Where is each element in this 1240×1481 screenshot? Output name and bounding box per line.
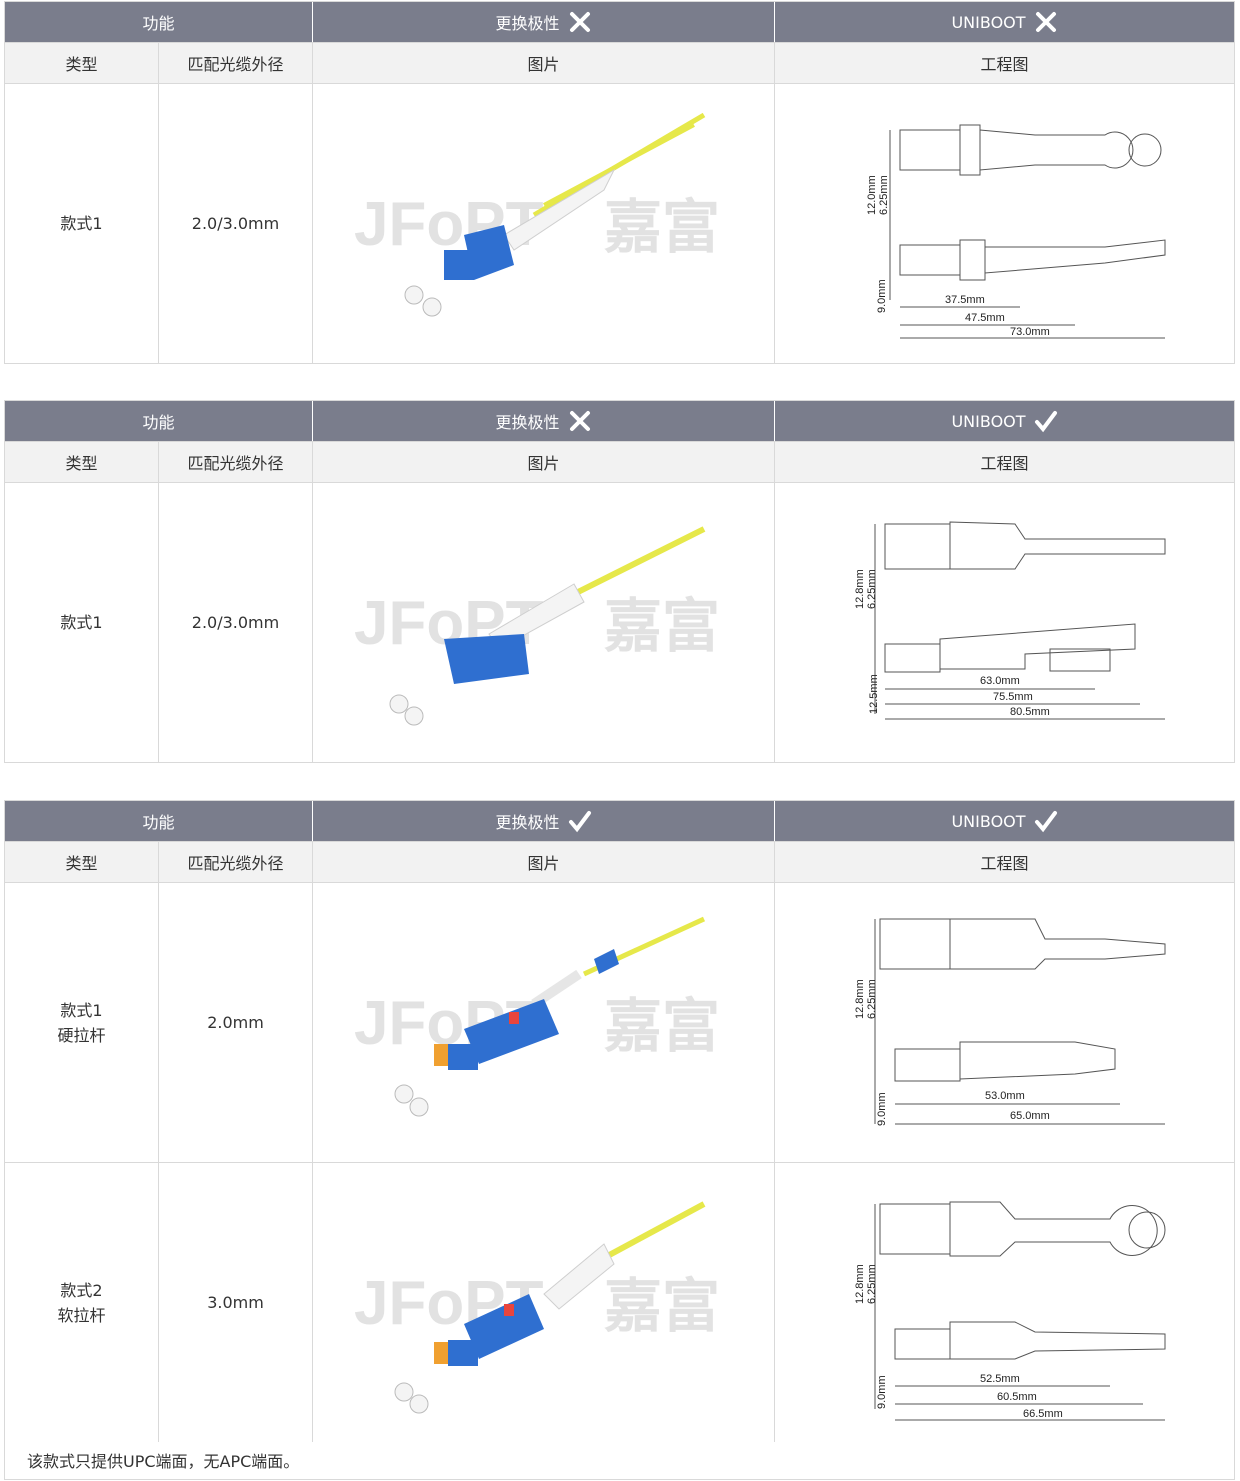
svg-text:47.5mm: 47.5mm	[965, 312, 1005, 324]
table-subheader: 类型 匹配光缆外径 图片 工程图	[5, 841, 1234, 882]
watermark-cn: 嘉富	[604, 594, 720, 659]
table-subheader: 类型 匹配光缆外径 图片 工程图	[5, 42, 1234, 83]
check-icon	[1034, 811, 1057, 833]
svg-text:63.0mm: 63.0mm	[980, 675, 1020, 687]
col-drawing: 工程图	[980, 454, 1029, 473]
svg-text:12.8mm: 12.8mm	[854, 979, 866, 1019]
drawing-svg: 12.8mm 6.25mm 9.0mm 53.0mm 65.0mm	[854, 918, 1166, 1126]
watermark-cn: 嘉富	[604, 994, 720, 1059]
col-type: 类型	[5, 43, 159, 83]
col-diameter: 匹配光缆外径	[159, 442, 313, 482]
svg-text:75.5mm: 75.5mm	[993, 691, 1033, 703]
header-polarity: 更换极性	[313, 2, 775, 42]
header-uniboot: UNIBOOT	[775, 2, 1234, 42]
table-subheader: 类型 匹配光缆外径 图片 工程图	[5, 441, 1234, 482]
svg-text:6.25mm: 6.25mm	[866, 1264, 878, 1304]
cross-icon	[569, 411, 590, 431]
col-type: 类型	[5, 842, 159, 882]
product-photo: JFoPT 嘉富	[313, 883, 775, 1162]
header-func: 功能	[5, 401, 313, 441]
diameter-cell: 3.0mm	[159, 1163, 313, 1442]
diameter-cell: 2.0/3.0mm	[159, 84, 313, 363]
connector-image: JFoPT 嘉富	[354, 916, 720, 1116]
table-header: 功能 更换极性 UNIBOOT	[5, 401, 1234, 441]
svg-text:12.8mm: 12.8mm	[854, 1264, 866, 1304]
svg-text:9.0mm: 9.0mm	[876, 1375, 888, 1409]
connector-image: JFoPT 嘉富	[354, 525, 720, 725]
diameter-cell: 2.0mm	[159, 883, 313, 1162]
drawing-svg: 12.8mm 6.25mm 9.0mm 52.5mm 60.5mm 66.5mm	[854, 1201, 1166, 1420]
header-polarity: 更换极性	[313, 401, 775, 441]
col-image: 图片	[313, 43, 775, 83]
spec-table-1: 功能 更换极性 UNIBOOT 类型 匹配光缆外径 图片 工程图 款式1 2.0…	[4, 1, 1235, 364]
cross-icon	[1035, 12, 1056, 32]
type-cell: 款式1	[5, 84, 159, 363]
col-image: 图片	[313, 842, 775, 882]
product-photo: JFoPT 嘉富	[313, 84, 775, 363]
svg-text:9.0mm: 9.0mm	[876, 1092, 888, 1126]
svg-text:80.5mm: 80.5mm	[1010, 706, 1050, 718]
check-icon	[568, 811, 591, 833]
svg-text:6.25mm: 6.25mm	[878, 175, 890, 215]
col-image: 图片	[313, 442, 775, 482]
header-func: 功能	[5, 2, 313, 42]
table-header: 功能 更换极性 UNIBOOT	[5, 801, 1234, 841]
svg-text:12.5mm: 12.5mm	[868, 674, 880, 714]
svg-text:66.5mm: 66.5mm	[1023, 1408, 1063, 1420]
col-drawing: 工程图	[980, 55, 1029, 74]
col-diameter: 匹配光缆外径	[159, 842, 313, 882]
check-icon	[1034, 411, 1057, 433]
cross-icon	[569, 12, 590, 32]
header-func: 功能	[5, 801, 313, 841]
table-header: 功能 更换极性 UNIBOOT	[5, 2, 1234, 42]
header-uniboot: UNIBOOT	[775, 401, 1234, 441]
svg-text:65.0mm: 65.0mm	[1010, 1110, 1050, 1122]
engineering-drawing: 12.8mm 6.25mm 12.5mm 63.0mm 75.5mm 80.5m…	[775, 483, 1234, 762]
connector-image: JFoPT 嘉富	[354, 112, 720, 316]
svg-text:12.8mm: 12.8mm	[854, 569, 866, 609]
footnote: 该款式只提供UPC端面，无APC端面。	[4, 1440, 1235, 1480]
type-cell: 款式1	[5, 483, 159, 762]
header-uniboot: UNIBOOT	[775, 801, 1234, 841]
engineering-drawing: 12.8mm 6.25mm 9.0mm 52.5mm 60.5mm 66.5mm	[775, 1163, 1234, 1442]
engineering-drawing: 12.0mm 6.25mm 9.0mm 37.5mm 47.5mm 73.0mm	[775, 84, 1234, 363]
drawing-svg: 12.0mm 6.25mm 9.0mm 37.5mm 47.5mm 73.0mm	[866, 124, 1166, 338]
connector-image: JFoPT 嘉富	[354, 1200, 720, 1413]
col-type: 类型	[5, 442, 159, 482]
table-row: 款式1 2.0/3.0mm JFoPT 嘉富 12.8mm	[5, 482, 1234, 762]
col-drawing: 工程图	[980, 854, 1029, 873]
svg-text:60.5mm: 60.5mm	[997, 1391, 1037, 1403]
engineering-drawing: 12.8mm 6.25mm 9.0mm 53.0mm 65.0mm	[775, 883, 1234, 1162]
svg-text:73.0mm: 73.0mm	[1010, 326, 1050, 338]
watermark-cn: 嘉富	[604, 195, 720, 260]
svg-text:9.0mm: 9.0mm	[876, 279, 888, 313]
spec-table-2: 功能 更换极性 UNIBOOT 类型 匹配光缆外径 图片 工程图 款式1 2.0…	[4, 400, 1235, 763]
header-polarity: 更换极性	[313, 801, 775, 841]
product-photo: JFoPT 嘉富	[313, 1163, 775, 1442]
svg-text:6.25mm: 6.25mm	[866, 979, 878, 1019]
drawing-svg: 12.8mm 6.25mm 12.5mm 63.0mm 75.5mm 80.5m…	[854, 520, 1166, 719]
diameter-cell: 2.0/3.0mm	[159, 483, 313, 762]
watermark-cn: 嘉富	[604, 1274, 720, 1339]
svg-text:6.25mm: 6.25mm	[866, 569, 878, 609]
svg-text:52.5mm: 52.5mm	[980, 1373, 1020, 1385]
svg-text:53.0mm: 53.0mm	[985, 1090, 1025, 1102]
svg-text:12.0mm: 12.0mm	[866, 175, 878, 215]
svg-text:37.5mm: 37.5mm	[945, 294, 985, 306]
col-diameter: 匹配光缆外径	[159, 43, 313, 83]
product-photo: JFoPT 嘉富	[313, 483, 775, 762]
table-row: 款式1 2.0/3.0mm JFoPT 嘉富	[5, 83, 1234, 363]
